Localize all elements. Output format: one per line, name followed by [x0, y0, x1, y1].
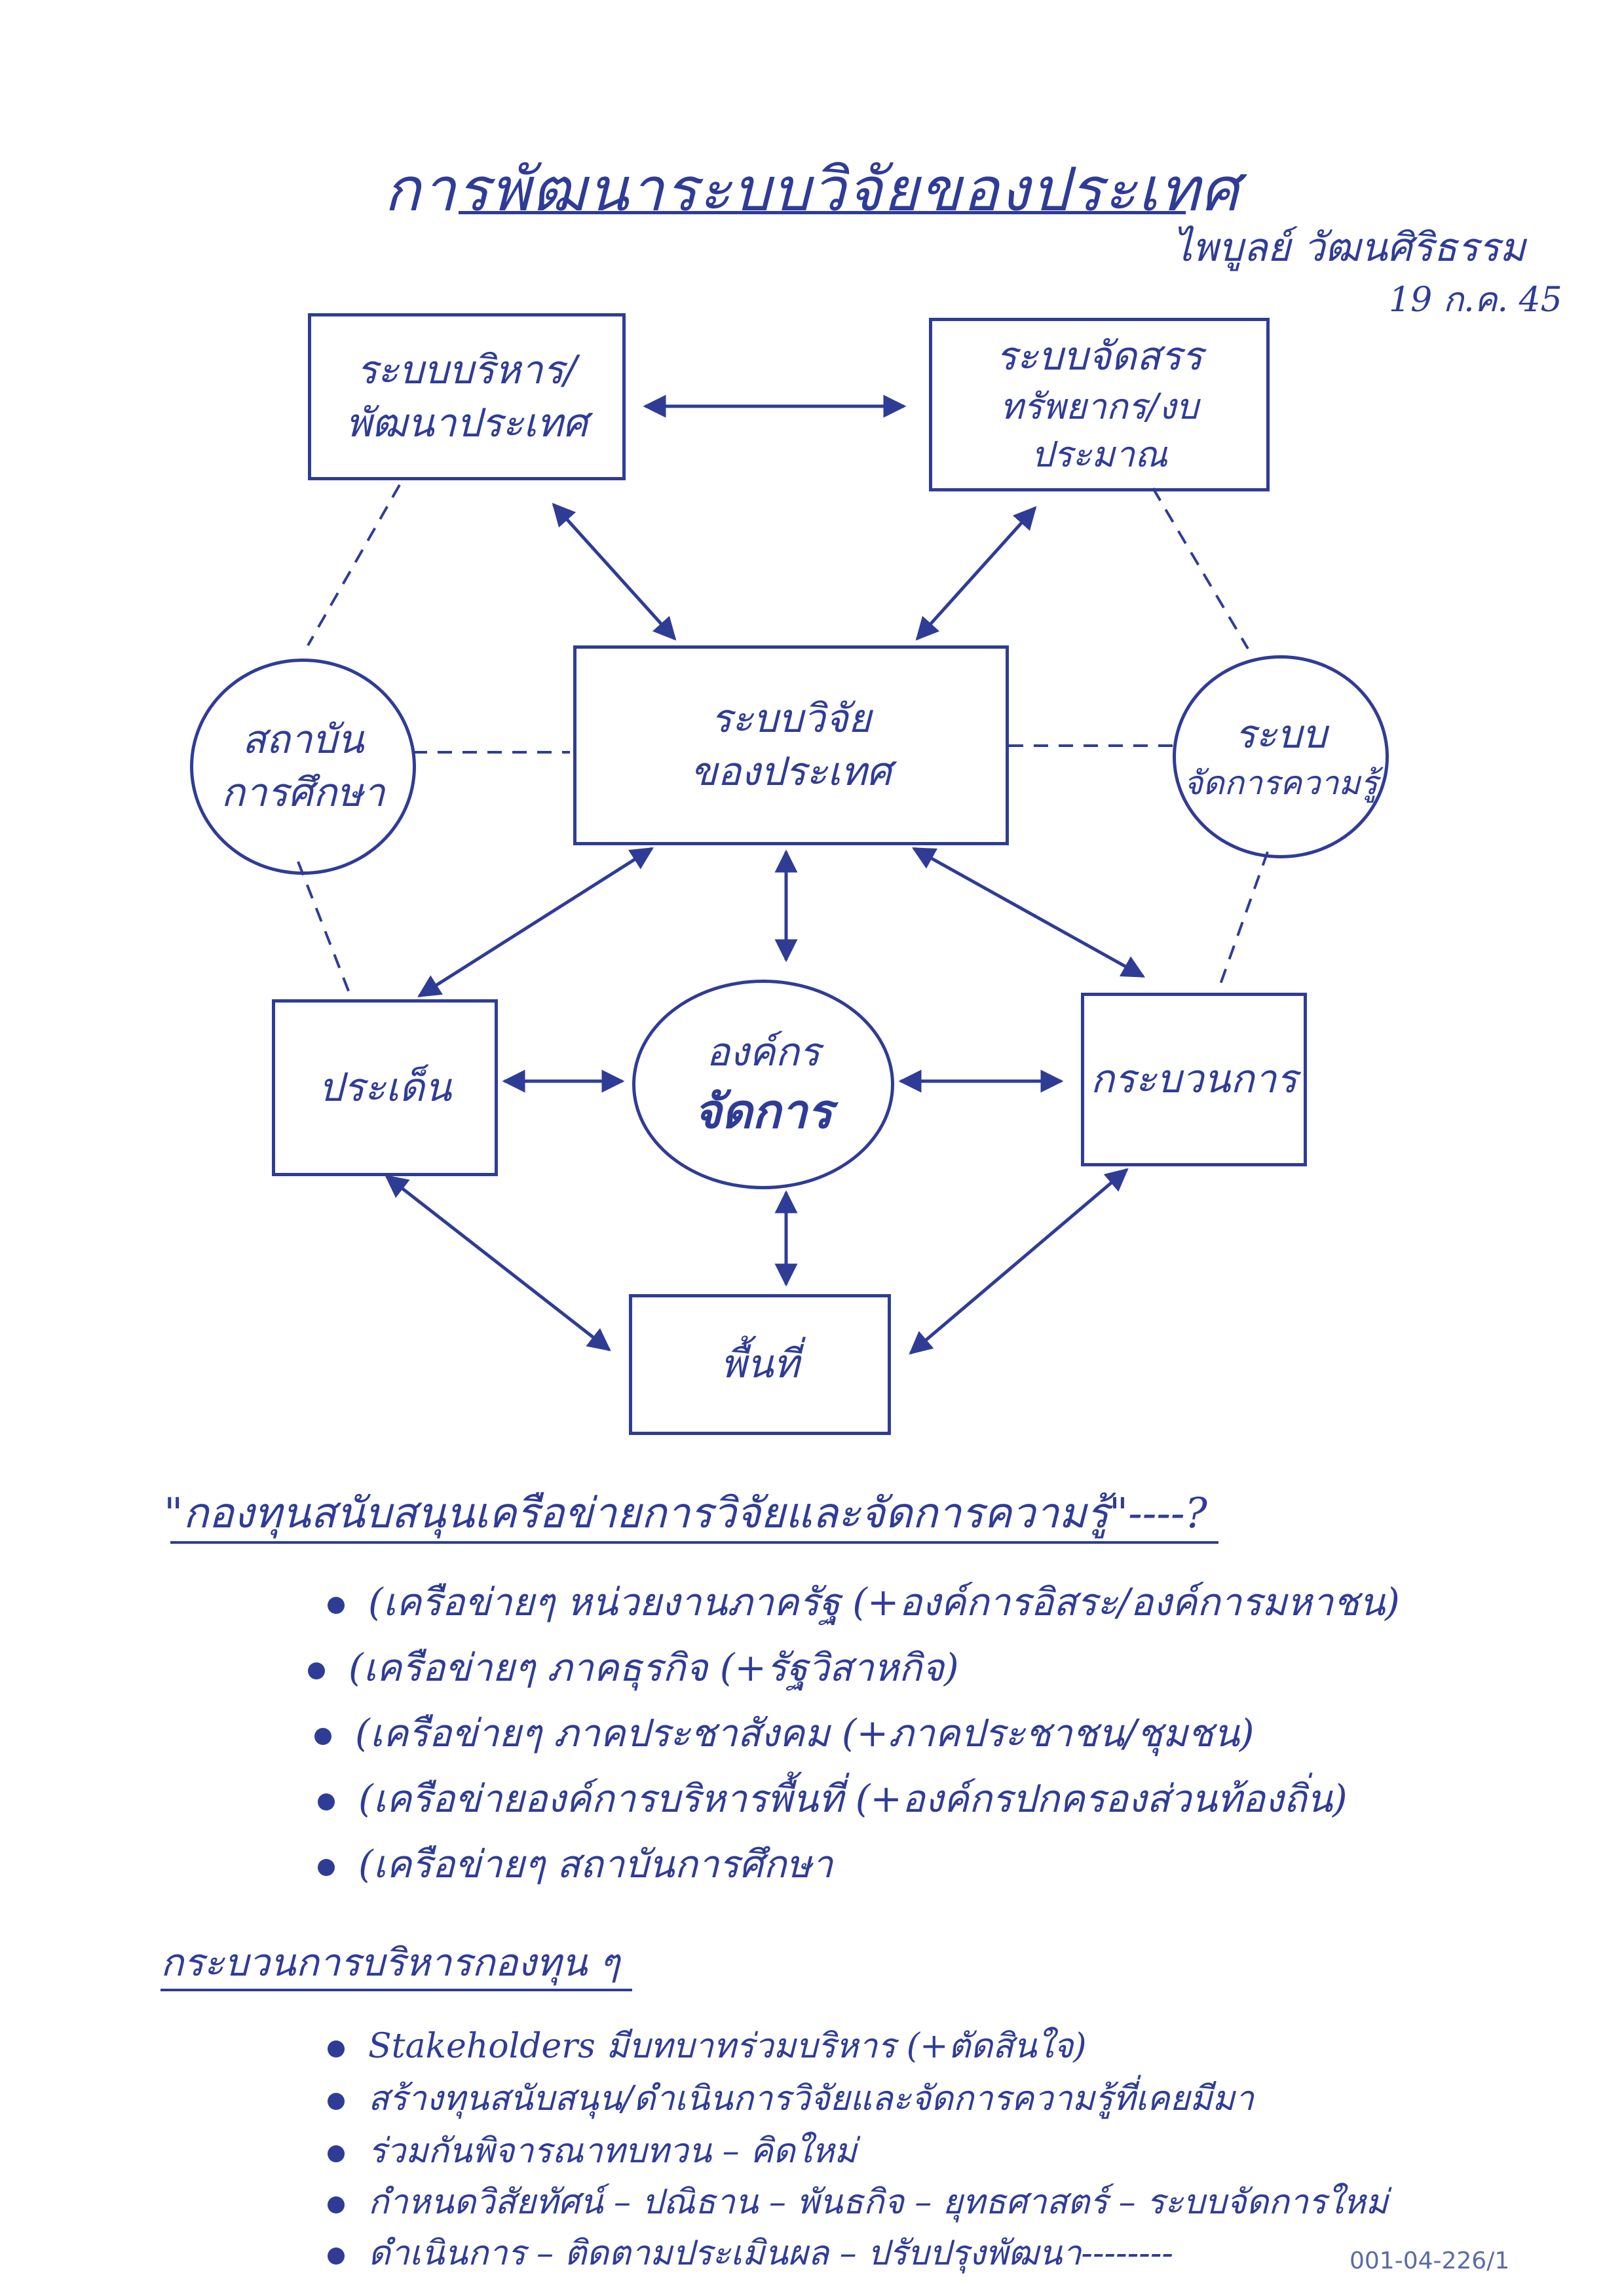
bullet-dot: [328, 2092, 345, 2110]
bullet-dot: [318, 1858, 335, 1876]
section2-heading: กระบวนการบริหารกองทุน ๆ: [161, 1940, 620, 1985]
section1-item-4: (เครือข่ายองค์การบริหารพื้นที่ (+องค์กรป…: [318, 1768, 1348, 1829]
section1-item-3: (เครือข่ายๆ ภาคประชาสังคม (+ภาคประชาชน/ช…: [314, 1702, 1255, 1763]
title-underline: [459, 211, 1186, 214]
section2-item-1-text: Stakeholders มีบทบาทร่วมบริหาร (+ตัดสินใ…: [368, 2027, 1087, 2066]
node-resource-line-2: ทรัพยากร/งบประมาณ: [1000, 386, 1199, 475]
arrow-resource-center: [915, 506, 1037, 641]
node-knowledge-management-system: ระบบ จัดการความรู้: [1173, 655, 1389, 858]
node-issue-label: ประเด็น: [318, 1064, 452, 1111]
section1-item-2-text: (เครือข่ายๆ ภาคธุรกิจ (+รัฐวิสาหกิจ): [349, 1645, 959, 1690]
node-org-line-1: องค์กร: [706, 1029, 821, 1075]
node-org-line-2: จัดการ: [694, 1082, 833, 1139]
section1-item-5: (เครือข่ายๆ สถาบันการศึกษา: [318, 1833, 833, 1894]
node-education-institution: สถาบัน การศึกษา: [190, 659, 416, 875]
bullet-dot: [328, 2196, 345, 2213]
dash-admin-edu: [307, 484, 401, 646]
node-resource-allocation-system: ระบบจัดสรร ทรัพยากร/งบประมาณ: [929, 318, 1270, 491]
node-km-line-1: ระบบ: [1234, 711, 1327, 757]
node-management-organization: องค์กร จัดการ: [632, 980, 894, 1189]
arrow-center-issue: [417, 847, 654, 998]
node-resource-line-1: ระบบจัดสรร: [996, 334, 1203, 380]
bullet-dot: [328, 2247, 345, 2265]
section2-item-1: Stakeholders มีบทบาทร่วมบริหาร (+ตัดสินใ…: [328, 2018, 1087, 2073]
section1-item-2: (เครือข่ายๆ ภาคธุรกิจ (+รัฐวิสาหกิจ): [308, 1637, 959, 1698]
document-id: 001-04-226/1: [1350, 2248, 1510, 2274]
node-km-line-2: จัดการความรู้: [1183, 763, 1378, 802]
section1-item-4-text: (เครือข่ายองค์การบริหารพื้นที่ (+องค์กรป…: [358, 1776, 1348, 1821]
dash-km-process: [1217, 851, 1269, 990]
bullet-dot: [308, 1662, 325, 1679]
document-date: 19 ก.ค. 45: [1389, 280, 1562, 320]
bullet-dot: [318, 1793, 335, 1810]
bullet-dot: [314, 1727, 331, 1745]
node-area-label: พื้นที่: [720, 1341, 800, 1387]
node-admin-development-system: ระบบบริหาร/ พัฒนาประเทศ: [308, 313, 626, 480]
node-center-line-1: ระบบวิจัย: [711, 695, 871, 742]
section2-item-3: ร่วมกันพิจารณาทบทวน – คิดใหม่: [328, 2123, 857, 2177]
section1-item-1: (เครือข่ายๆ หน่วยงานภาครัฐ (+องค์การอิสร…: [328, 1571, 1400, 1632]
arrow-issue-area: [385, 1174, 611, 1352]
section1-underline: [170, 1541, 1218, 1544]
node-process-label: กระบวนการ: [1090, 1056, 1298, 1102]
node-process: กระบวนการ: [1081, 993, 1307, 1166]
arrow-admin-center: [552, 503, 677, 641]
section2-item-2: สร้างทุนสนับสนุน/ดำเนินการวิจัยและจัดการ…: [328, 2071, 1254, 2125]
section2-item-2-text: สร้างทุนสนับสนุน/ดำเนินการวิจัยและจัดการ…: [368, 2079, 1254, 2118]
node-admin-line-1: ระบบบริหาร/: [356, 347, 577, 393]
node-admin-line-2: พัฒนาประเทศ: [345, 400, 588, 446]
section1-item-3-text: (เครือข่ายๆ ภาคประชาสังคม (+ภาคประชาชน/ช…: [355, 1711, 1255, 1755]
section2-underline: [161, 1989, 632, 1991]
section2-item-5: ดำเนินการ – ติดตามประเมินผล – ปรับปรุงพั…: [328, 2225, 1173, 2280]
author-name: ไพบูลย์ วัฒนศิริธรรม: [1173, 225, 1526, 271]
bullet-dot: [328, 2040, 345, 2057]
arrow-center-process: [911, 847, 1146, 978]
section2-item-5-text: ดำเนินการ – ติดตามประเมินผล – ปรับปรุงพั…: [368, 2234, 1173, 2273]
section2-item-4-text: กำหนดวิสัยทัศน์ – ปณิธาน – พันธกิจ – ยุท…: [368, 2183, 1388, 2222]
node-edu-line-2: การศึกษา: [221, 770, 385, 816]
arrow-process-area: [909, 1168, 1129, 1355]
section1-item-5-text: (เครือข่ายๆ สถาบันการศึกษา: [358, 1842, 833, 1886]
section2-item-4: กำหนดวิสัยทัศน์ – ปณิธาน – พันธกิจ – ยุท…: [328, 2174, 1388, 2229]
dash-resource-km: [1152, 487, 1249, 650]
bullet-dot: [328, 1596, 345, 1614]
node-issue: ประเด็น: [272, 999, 498, 1176]
section2-item-3-text: ร่วมกันพิจารณาทบทวน – คิดใหม่: [368, 2132, 857, 2171]
node-national-research-system: ระบบวิจัย ของประเทศ: [573, 645, 1009, 845]
section1-heading: "กองทุนสนับสนุนเครือข่ายการวิจัยและจัดกา…: [164, 1489, 1207, 1538]
bullet-dot: [328, 2145, 345, 2162]
section1-item-1-text: (เครือข่ายๆ หน่วยงานภาครัฐ (+องค์การอิสร…: [368, 1580, 1400, 1624]
node-center-line-2: ของประเทศ: [690, 748, 892, 795]
node-edu-line-1: สถาบัน: [242, 717, 364, 763]
node-area: พื้นที่: [629, 1294, 891, 1435]
dash-edu-issue: [297, 861, 352, 997]
